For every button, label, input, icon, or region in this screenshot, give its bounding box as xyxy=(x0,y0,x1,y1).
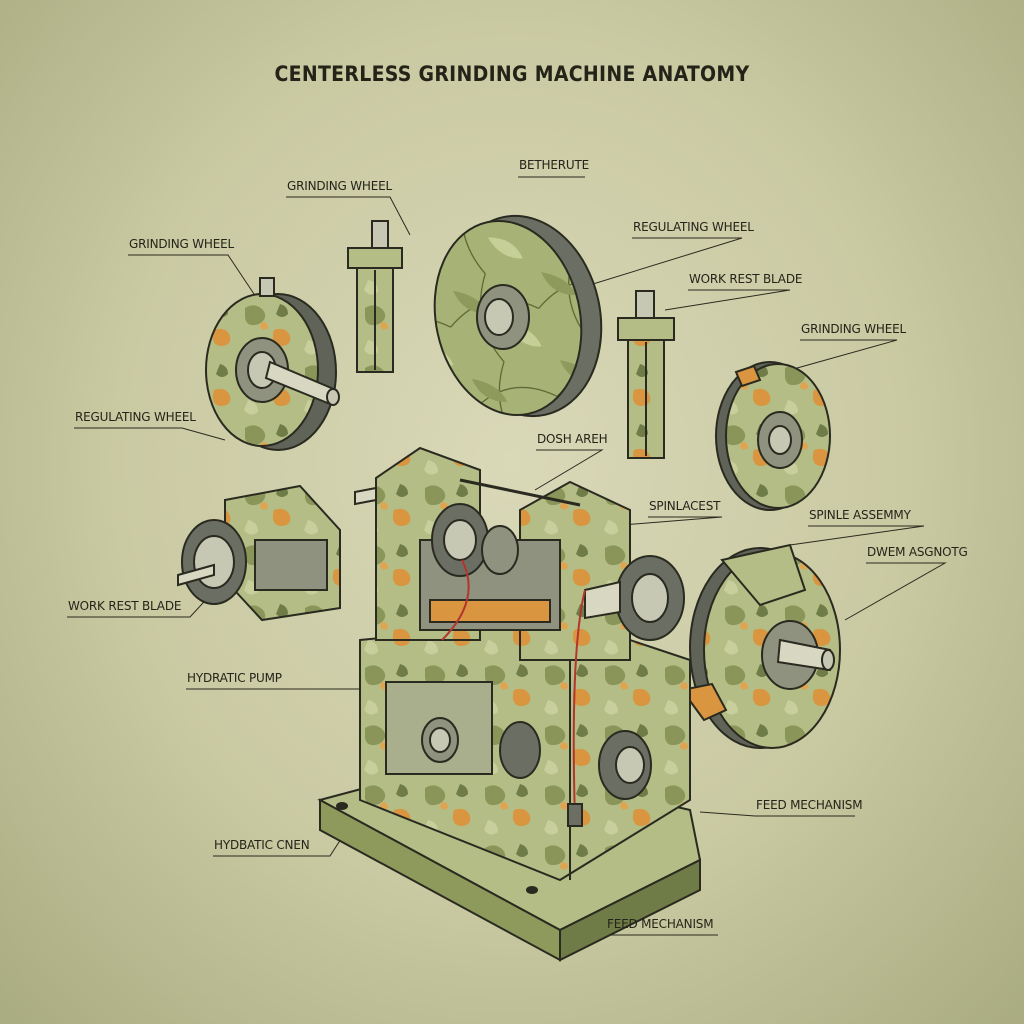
label-work-rest-blade-left: WORK REST BLADE xyxy=(68,599,182,613)
leader-feed-mechanism-right xyxy=(699,811,855,817)
spindle-assembly-wheel xyxy=(680,543,841,749)
label-regulating-wheel-top: REGULATING WHEEL xyxy=(633,220,754,234)
leader-grinding-wheel-right xyxy=(789,339,898,371)
leader-spinle-assemmy xyxy=(789,525,925,546)
label-hydbatic-cnen: HYDBATIC CNEN xyxy=(214,838,310,852)
label-hydratic-pump: HYDRATIC PUMP xyxy=(187,671,282,685)
leader-dwem-asgnotg xyxy=(844,562,947,621)
label-feed-mechanism-right: FEED MECHANISM xyxy=(756,798,863,812)
leader-regulating-wheel-left xyxy=(74,427,226,441)
label-dosh-areh: DOSH AREH xyxy=(537,432,608,446)
regulating-wheel-large xyxy=(433,214,603,418)
label-spinle-assemmy: SPINLE ASSEMMY xyxy=(809,508,911,522)
leader-work-rest-blade-top xyxy=(664,289,791,311)
label-betherute: BETHERUTE xyxy=(519,158,589,172)
leader-grinding-wheel-left xyxy=(128,254,259,301)
machine-body xyxy=(317,446,702,962)
grinding-wheel-right xyxy=(715,361,831,511)
label-grinding-wheel-top: GRINDING WHEEL xyxy=(287,179,392,193)
leader-regulating-wheel-top xyxy=(579,237,743,289)
diagram-title: CENTERLESS GRINDING MACHINE ANATOMY xyxy=(274,62,750,86)
spindle-post-left xyxy=(347,220,403,373)
label-dwem-asgnotg: DWEM ASGNOTG xyxy=(867,545,968,559)
spindle-post-right xyxy=(617,290,675,459)
leader-grinding-wheel-top xyxy=(286,196,411,236)
work-rest-block xyxy=(177,484,341,622)
label-spinlacest: SPINLACEST xyxy=(649,499,721,513)
label-grinding-wheel-right: GRINDING WHEEL xyxy=(801,322,906,336)
label-regulating-wheel-left: REGULATING WHEEL xyxy=(75,410,196,424)
label-work-rest-blade-top: WORK REST BLADE xyxy=(689,272,803,286)
leader-spinlacest xyxy=(621,516,723,526)
label-grinding-wheel-left: GRINDING WHEEL xyxy=(129,237,234,251)
leader-lines xyxy=(67,176,947,936)
label-feed-mechanism-bottom: FEED MECHANISM xyxy=(607,917,714,931)
grinding-wheel-left xyxy=(205,277,340,451)
leader-dosh-areh xyxy=(534,449,604,491)
